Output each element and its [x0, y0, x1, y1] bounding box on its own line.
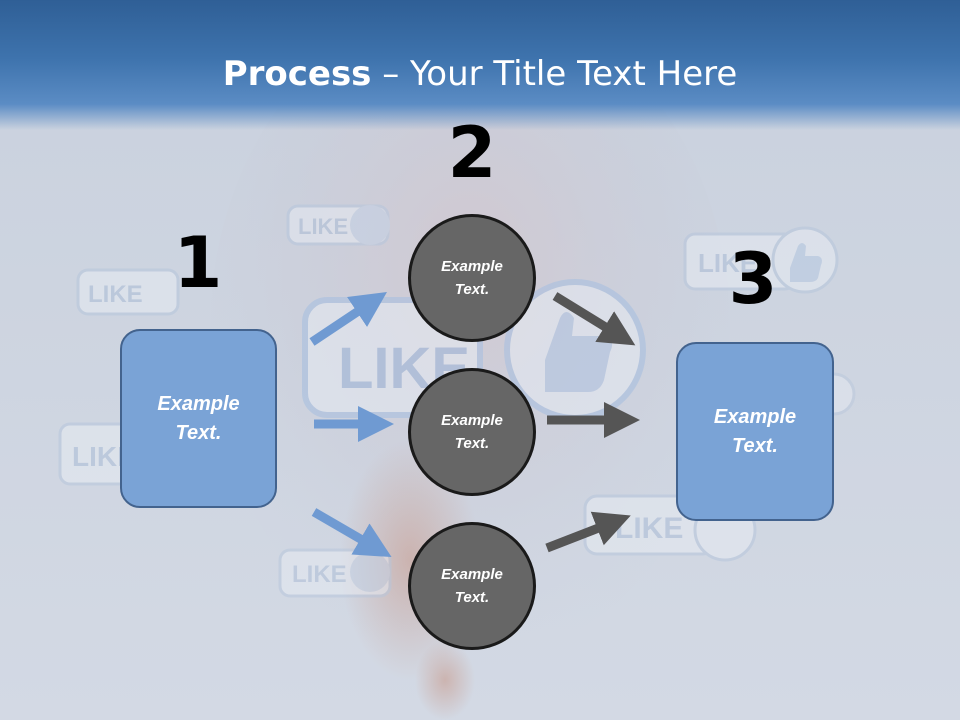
arrow-1-to-top: [309, 292, 387, 346]
like-label: LIKE: [88, 281, 143, 308]
title-rest: – Your Title Text Here: [371, 54, 738, 94]
title-bold: Process: [222, 54, 372, 94]
step-1-box: Example Text.: [120, 329, 277, 508]
step-number-1: 1: [173, 222, 223, 304]
title-band: [0, 0, 960, 130]
circle-bottom: Example Text.: [408, 522, 536, 650]
like-badge: LIKE: [683, 226, 839, 294]
arrow-bottom-to-3: [545, 511, 631, 553]
like-label: LIKE: [698, 248, 757, 278]
arrow-top-to-3: [552, 292, 636, 346]
like-label: LIKE: [292, 561, 347, 588]
slide-title: Process – Your Title Text Here: [0, 52, 960, 96]
step-3-box: Example Text.: [676, 342, 834, 521]
circle-top: Example Text.: [408, 214, 536, 342]
step-number-2: 2: [447, 112, 497, 194]
like-label: LIKE: [298, 214, 348, 239]
like-badge: LIKE: [76, 268, 180, 316]
step-number-3: 3: [728, 238, 778, 320]
arrow-1-to-bottom: [311, 508, 392, 558]
like-badge: LIKE: [278, 548, 392, 598]
like-badge: LIKE: [286, 204, 390, 246]
circle-middle: Example Text.: [408, 368, 536, 496]
